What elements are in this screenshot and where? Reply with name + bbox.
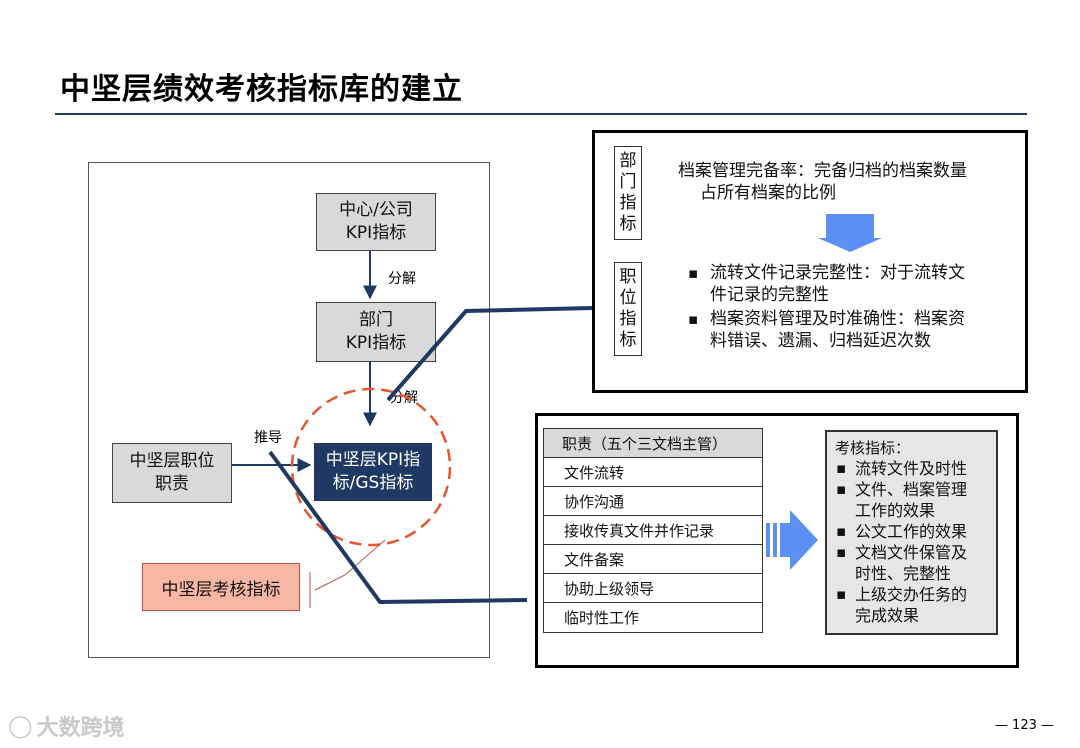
position-duty-line1: 中坚层职位: [129, 451, 215, 471]
pb2-line2: 料错误、遗漏、归档延迟次数: [710, 331, 931, 351]
dept-char-2: 门: [619, 172, 637, 192]
down-arrow-icon: [818, 214, 882, 252]
duty-row: 协助上级领导: [544, 574, 762, 603]
watermark: ◯ 大数跨境: [8, 710, 125, 742]
watermark-logo-icon: ◯: [8, 713, 33, 739]
eval-item: 公文工作的效果: [835, 521, 988, 542]
center-kpi-line2: KPI指标: [345, 223, 407, 243]
midlevel-eval-box: 中坚层考核指标: [142, 563, 300, 611]
page-title: 中坚层绩效考核指标库的建立: [60, 72, 463, 107]
connector-to-bottom-panel: [268, 450, 528, 605]
duty-row: 协作沟通: [544, 487, 762, 516]
eval-5-l2: 完成效果: [855, 606, 920, 625]
duty-row: 接收传真文件并作记录: [544, 516, 762, 545]
decompose-label-1: 分解: [388, 271, 416, 287]
connector-to-top-panel: [386, 306, 593, 402]
pos-char-1: 职: [619, 267, 637, 287]
midlevel-kpi-line2: 标/GS指标: [332, 473, 414, 493]
pb2-line1: 档案资料管理及时准确性：档案资: [710, 309, 965, 329]
eval-4-l1: 文档文件保管及: [855, 543, 968, 562]
dept-text-line2: 占所有档案的比例: [700, 183, 836, 203]
duty-table-header: 职责（五个三文档主管）: [544, 429, 762, 458]
eval-2-l1: 文件、档案管理: [855, 480, 968, 499]
duty-table: 职责（五个三文档主管） 文件流转 协作沟通 接收传真文件并作记录 文件备案 协助…: [543, 428, 763, 633]
duty-row: 文件备案: [544, 545, 762, 574]
title-divider: [55, 113, 1027, 115]
dept-indicator-label: 部 门 指 标: [614, 146, 642, 240]
center-kpi-line1: 中心/公司: [339, 200, 413, 220]
position-bullet-1: 流转文件记录完整性：对于流转文 件记录的完整性: [688, 262, 1018, 306]
dept-kpi-line2: KPI指标: [345, 333, 407, 353]
pos-char-3: 指: [619, 309, 637, 329]
center-kpi-box: 中心/公司 KPI指标: [316, 193, 436, 251]
pb1-line1: 流转文件记录完整性：对于流转文: [710, 263, 965, 283]
dept-char-4: 标: [619, 214, 637, 234]
dept-char-1: 部: [619, 151, 637, 171]
eval-5-l1: 上级交办任务的: [855, 585, 968, 604]
right-arrow-icon: [766, 510, 818, 570]
midlevel-kpi-box: 中坚层KPI指 标/GS指标: [314, 443, 432, 501]
dept-kpi-box: 部门 KPI指标: [316, 302, 436, 362]
page-number: — 123 —: [994, 718, 1054, 733]
eval-3-l1: 公文工作的效果: [855, 522, 968, 541]
pb1-line2: 件记录的完整性: [710, 285, 829, 305]
eval-title: 考核指标：: [835, 439, 911, 457]
position-duty-line2: 职责: [155, 474, 189, 494]
dept-text-line1: 档案管理完备率：完备归档的档案数量: [678, 161, 967, 181]
derive-label: 推导: [254, 430, 282, 446]
decompose-label-2: 分解: [390, 390, 418, 406]
eval-2-l2: 工作的效果: [855, 501, 936, 520]
eval-1-l1: 流转文件及时性: [855, 459, 968, 478]
position-indicator-list: 流转文件记录完整性：对于流转文 件记录的完整性 档案资料管理及时准确性：档案资 …: [688, 262, 1018, 354]
pos-char-2: 位: [619, 288, 637, 308]
dept-indicator-text: 档案管理完备率：完备归档的档案数量 占所有档案的比例: [678, 160, 967, 204]
position-bullet-2: 档案资料管理及时准确性：档案资 料错误、遗漏、归档延迟次数: [688, 308, 1018, 352]
position-indicator-label: 职 位 指 标: [614, 262, 642, 356]
pos-char-4: 标: [619, 330, 637, 350]
duty-row: 文件流转: [544, 458, 762, 487]
focus-dashed-circle: [290, 387, 452, 547]
eval-callout-line: [314, 539, 386, 591]
eval-4-l2: 时性、完整性: [855, 564, 952, 583]
watermark-text: 大数跨境: [36, 716, 125, 741]
duty-row: 临时性工作: [544, 603, 762, 632]
eval-item: 流转文件及时性: [835, 458, 988, 479]
midlevel-kpi-line1: 中坚层KPI指: [325, 450, 421, 470]
dept-kpi-line1: 部门: [359, 310, 393, 330]
midlevel-eval-label: 中坚层考核指标: [161, 579, 281, 600]
position-duty-box: 中坚层职位 职责: [112, 443, 232, 503]
dept-char-3: 指: [619, 193, 637, 213]
